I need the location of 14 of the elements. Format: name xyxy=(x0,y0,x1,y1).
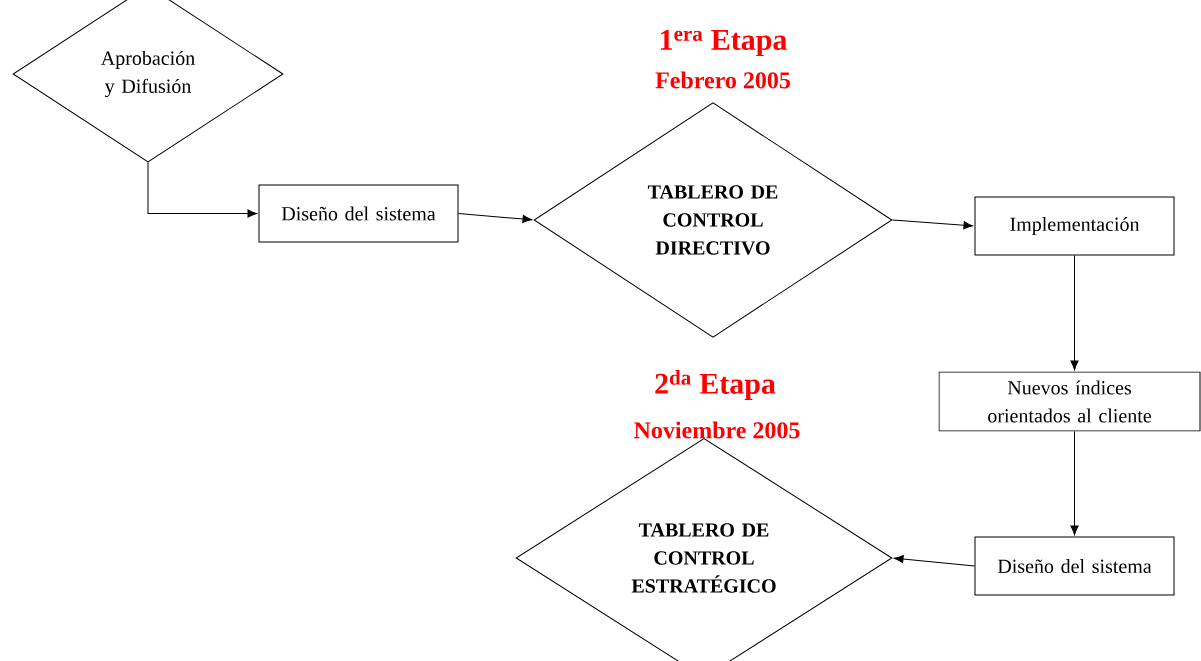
process-box: Diseño del sistema xyxy=(974,536,1175,596)
process-box: Diseño del sistema xyxy=(258,184,459,243)
arrow xyxy=(147,162,258,218)
arrow xyxy=(458,213,533,224)
arrow xyxy=(893,554,975,567)
arrow xyxy=(892,219,974,230)
process-box: Nuevos índices orientados al cliente xyxy=(938,371,1201,432)
arrow xyxy=(1070,431,1079,536)
stage-heading: 2$^{da}$ Etapa xyxy=(655,370,776,400)
arrow xyxy=(1070,255,1079,371)
stage-heading: Febrero 2005 xyxy=(655,71,790,89)
stage-heading: 1$^{era}$ Etapa xyxy=(661,29,787,57)
process-box: Implementación xyxy=(974,196,1175,256)
stage-heading: Noviembre 2005 xyxy=(634,421,800,439)
